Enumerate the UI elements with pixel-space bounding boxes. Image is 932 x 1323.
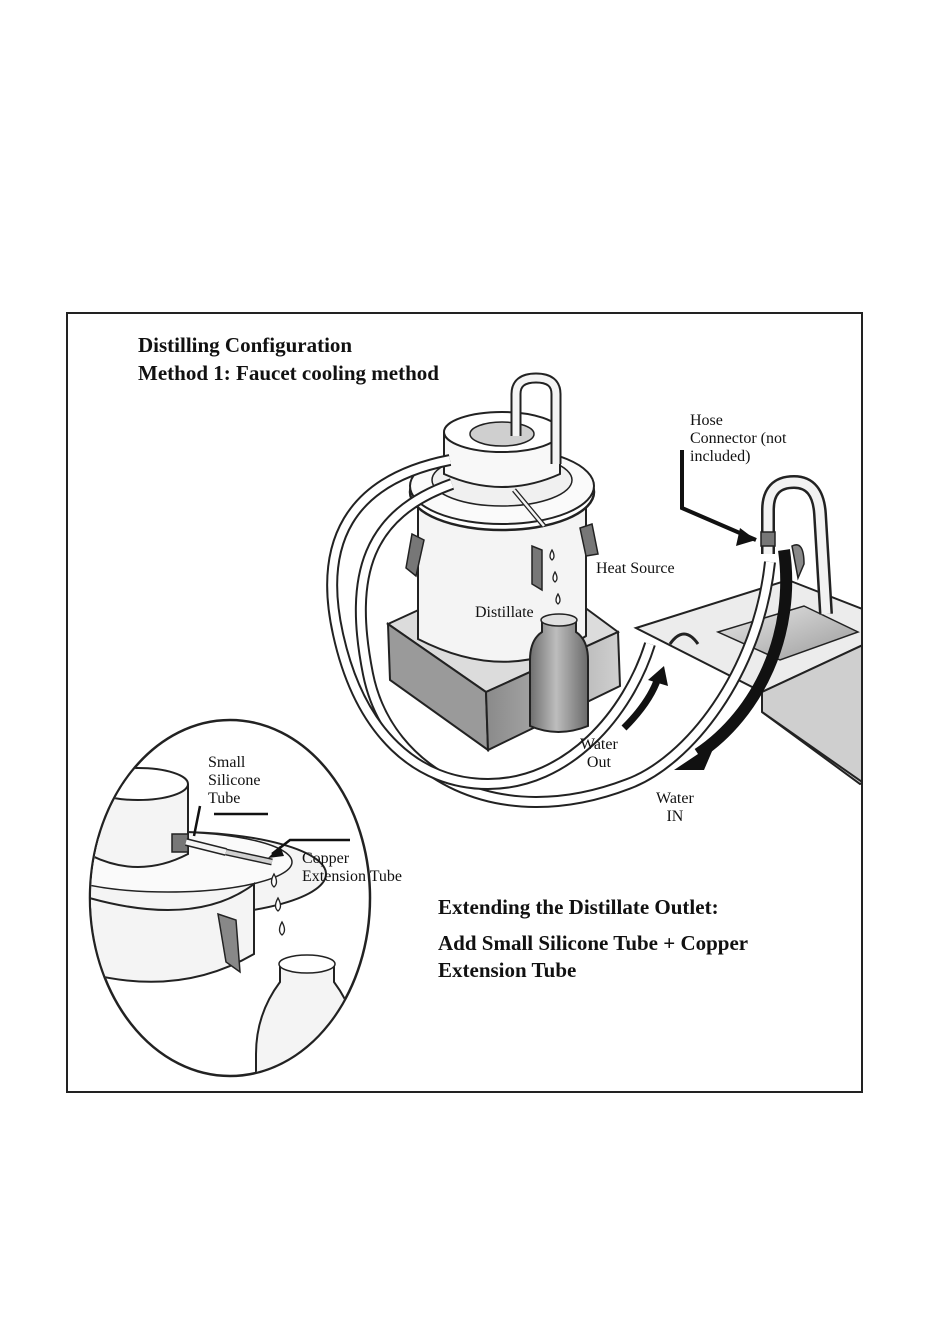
- extension-heading: Extending the Distillate Outlet:: [438, 896, 719, 920]
- copper-extension-tube-label: Copper Extension Tube: [302, 850, 402, 886]
- hose-connector-line: included): [690, 448, 786, 466]
- water-in-line: Water: [656, 790, 694, 808]
- hose-connector-line: Connector (not: [690, 430, 786, 448]
- extension-body-line: Add Small Silicone Tube + Copper: [438, 930, 748, 957]
- small-silicone-tube-label: Small Silicone Tube: [208, 754, 260, 808]
- diagram-frame: Distilling Configuration Method 1: Fauce…: [66, 312, 863, 1093]
- water-out-line: Out: [580, 754, 618, 772]
- small-silicone-tube-line: Tube: [208, 790, 260, 808]
- heat-source-label: Heat Source: [596, 560, 675, 578]
- diagram-subtitle: Method 1: Faucet cooling method: [138, 362, 439, 386]
- distillate-label: Distillate: [475, 604, 534, 622]
- extension-body: Add Small Silicone Tube + Copper Extensi…: [438, 930, 748, 985]
- hose-connector-line: Hose: [690, 412, 786, 430]
- small-silicone-tube-line: Silicone: [208, 772, 260, 790]
- copper-extension-tube-line: Copper: [302, 850, 402, 868]
- hose-connector-label: Hose Connector (not included): [690, 412, 786, 466]
- diagram-title: Distilling Configuration: [138, 334, 352, 358]
- water-in-line: IN: [656, 808, 694, 826]
- water-in-label: Water IN: [656, 790, 694, 826]
- water-out-line: Water: [580, 736, 618, 754]
- extension-body-line: Extension Tube: [438, 957, 748, 984]
- small-silicone-tube-line: Small: [208, 754, 260, 772]
- copper-extension-tube-line: Extension Tube: [302, 868, 402, 886]
- water-out-label: Water Out: [580, 736, 618, 772]
